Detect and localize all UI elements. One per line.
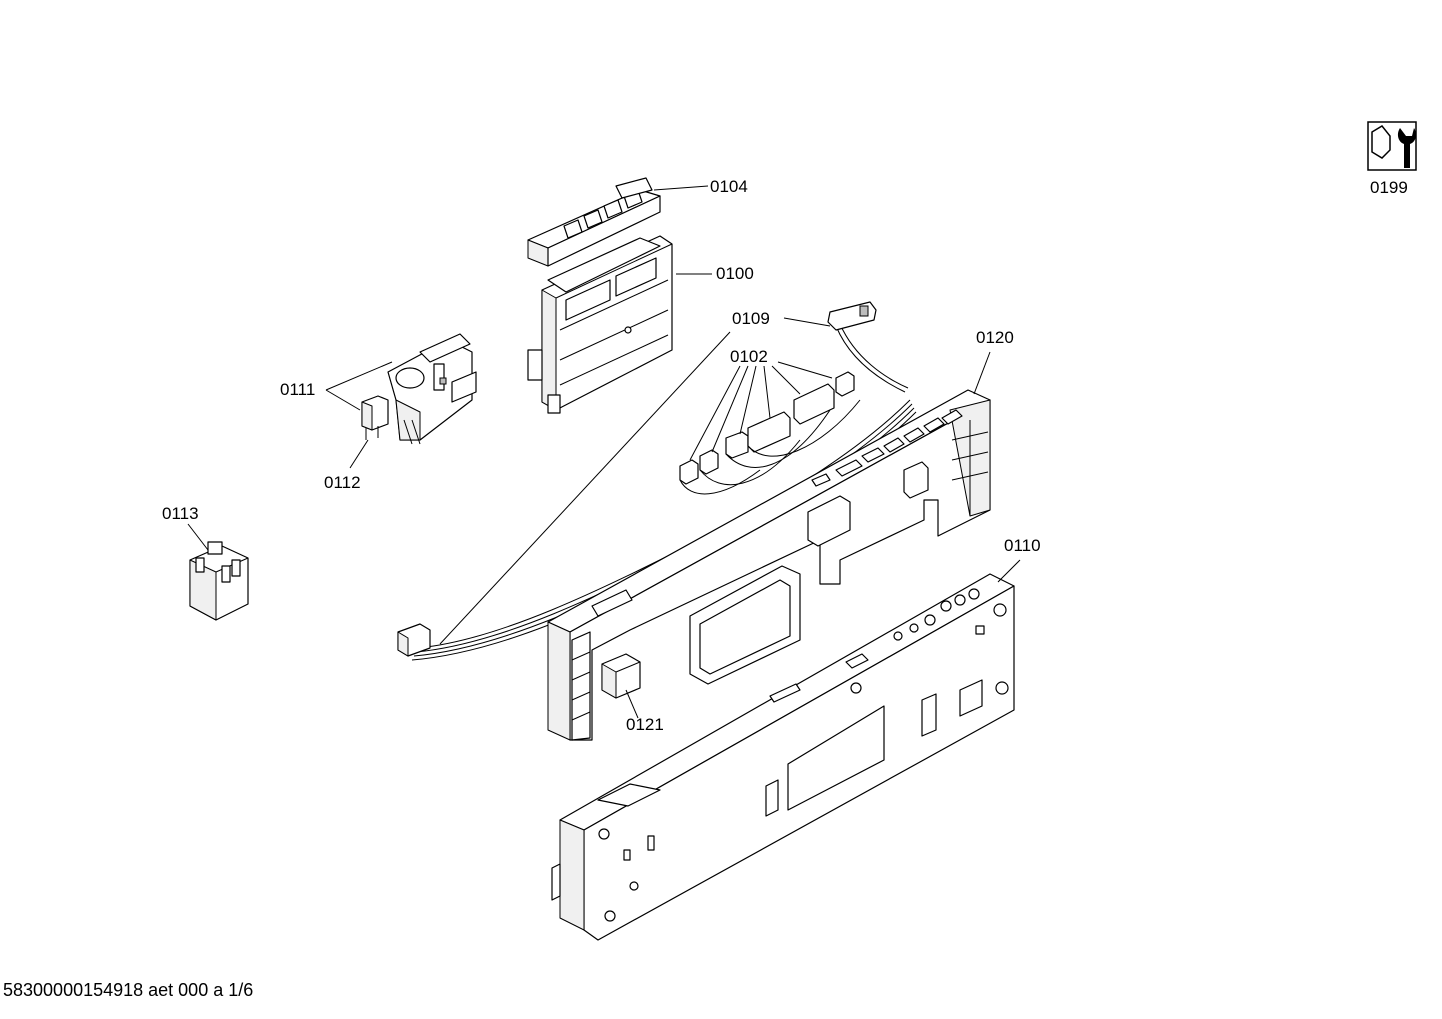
label-0104: 0104 — [710, 177, 748, 196]
label-0110: 0110 — [1004, 536, 1041, 555]
label-0113: 0113 — [162, 504, 199, 523]
part-0104-key-strip[interactable] — [527, 0, 661, 267]
label-0121: 0121 — [626, 715, 664, 734]
label-0111: 0111 — [280, 380, 315, 399]
part-0100-control-module[interactable] — [527, 235, 673, 414]
label-0109: 0109 — [732, 309, 770, 328]
leader-lines — [187, 185, 1021, 719]
part-0121-block[interactable] — [601, 653, 641, 699]
part-0120-panel-frame[interactable] — [547, 389, 991, 741]
label-0199: 0199 — [1370, 178, 1408, 197]
wrench-nut-icon[interactable] — [1367, 121, 1417, 171]
part-0112-capacitor[interactable] — [361, 395, 389, 440]
harness-connectors-0102[interactable] — [679, 371, 861, 495]
label-0100: 0100 — [716, 264, 754, 283]
part-0113-relay[interactable] — [189, 541, 249, 621]
document-footer-code: 58300000154918 aet 000 a 1/6 — [3, 980, 254, 1000]
label-0120: 0120 — [976, 328, 1014, 347]
label-0112: 0112 — [324, 473, 361, 492]
part-0111-switch[interactable] — [387, 333, 477, 445]
part-0110-inner-panel[interactable] — [551, 573, 1015, 941]
label-0102: 0102 — [730, 347, 768, 366]
